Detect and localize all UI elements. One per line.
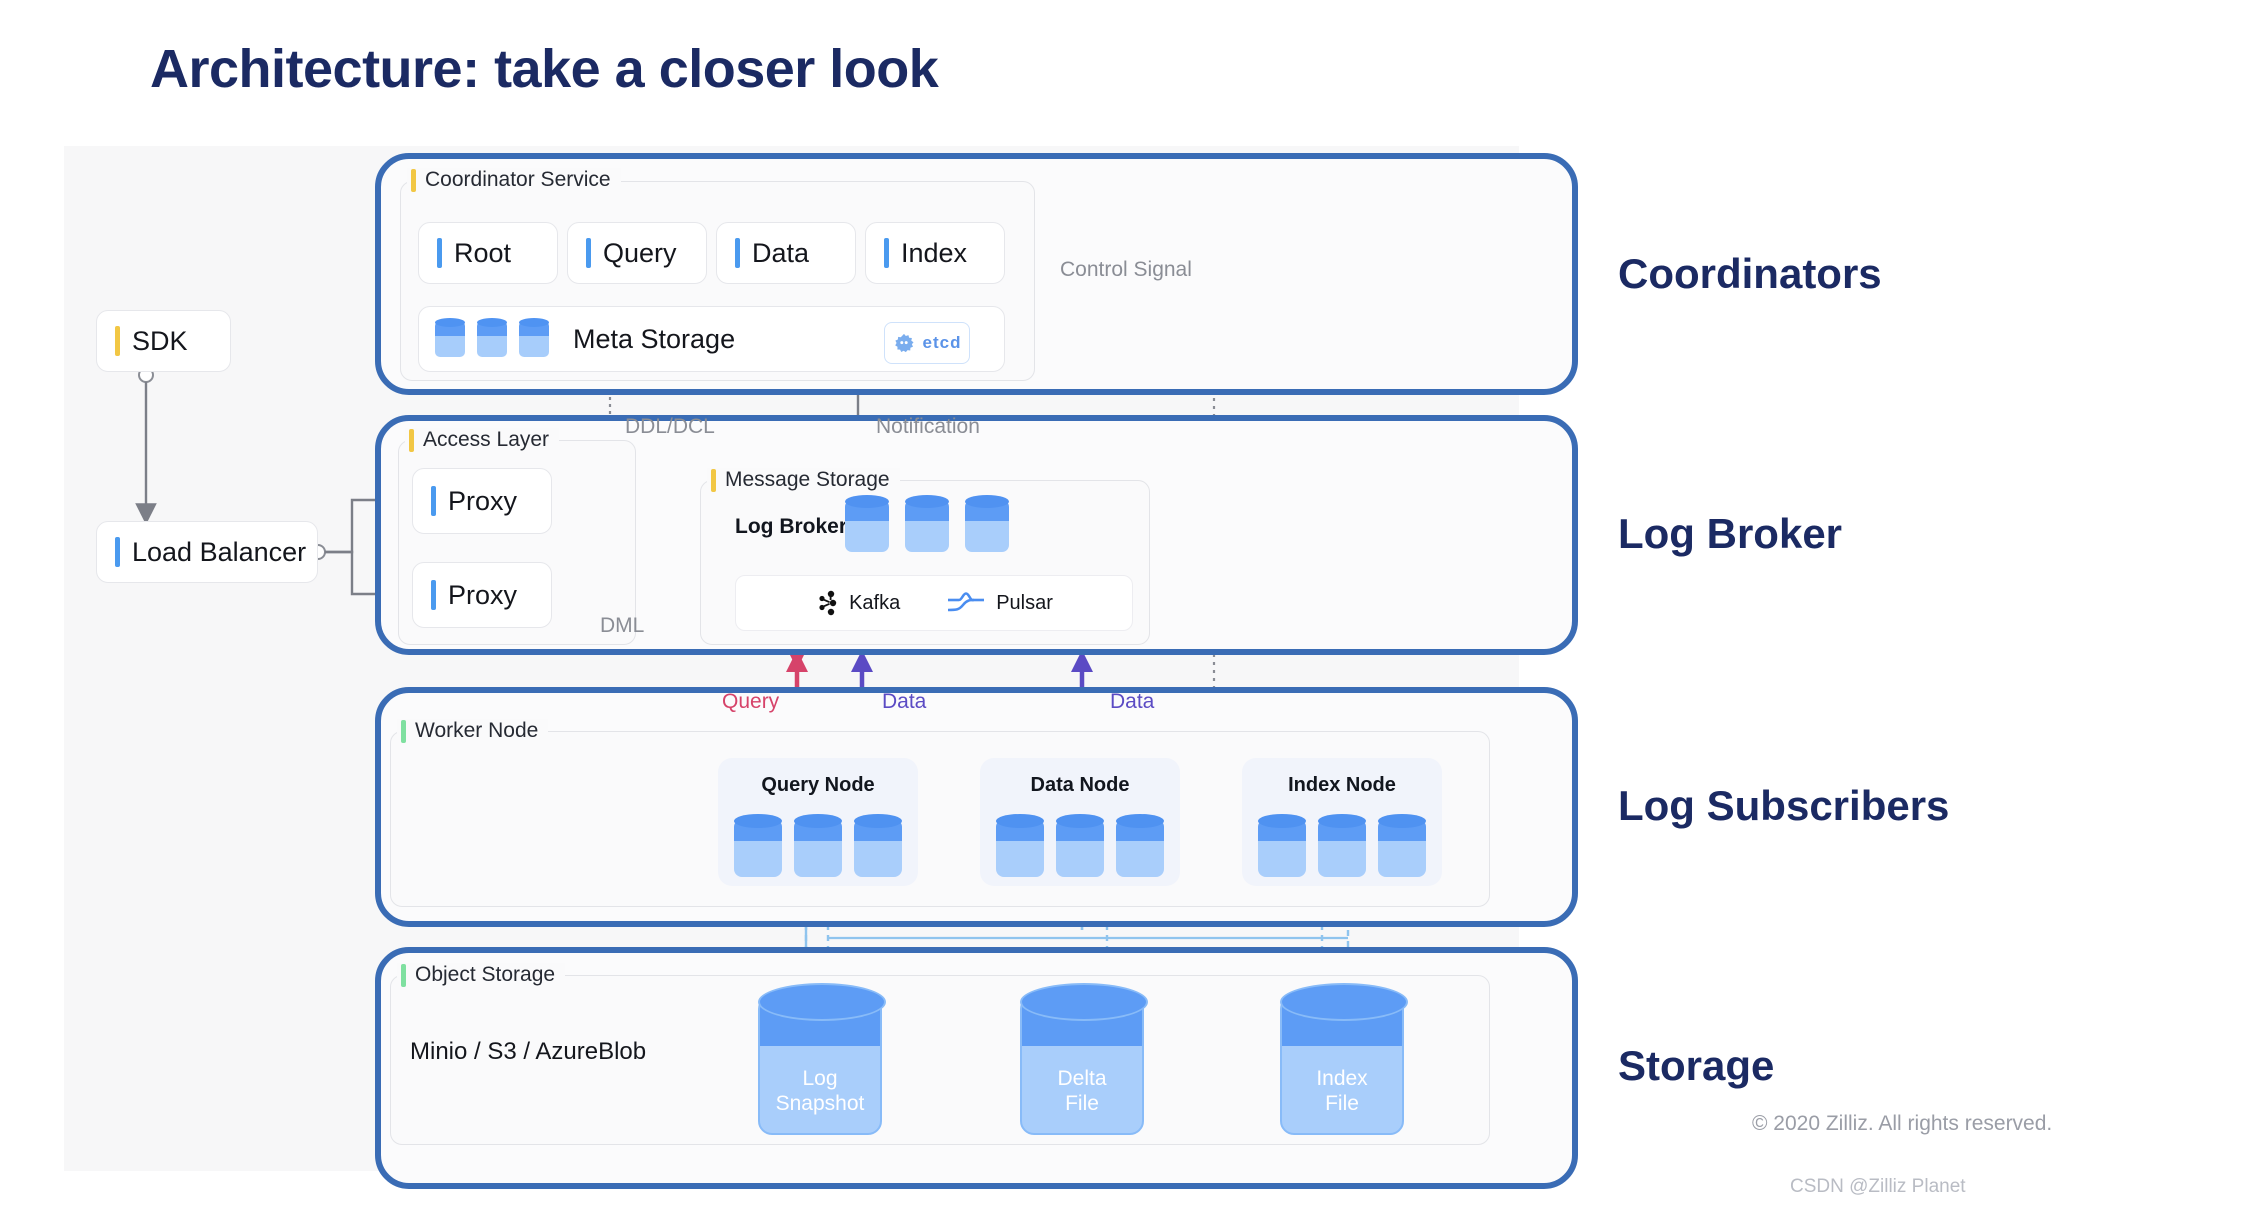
proxy-1-label: Proxy bbox=[448, 485, 518, 516]
database-cylinder-icon bbox=[1116, 814, 1164, 877]
database-cylinder-icon bbox=[1056, 814, 1104, 877]
data-node-title: Data Node bbox=[1030, 774, 1130, 796]
tier-caption-storage: Storage bbox=[1618, 1042, 1775, 1089]
query-node[interactable]: Query Node bbox=[718, 758, 918, 886]
tier-caption-log-subscribers: Log Subscribers bbox=[1618, 782, 1950, 829]
etcd-label: etcd bbox=[922, 333, 962, 352]
query-node-cylinders bbox=[734, 814, 902, 877]
object-storage-tick bbox=[401, 963, 406, 987]
tier-caption-log-broker: Log Broker bbox=[1618, 510, 1843, 557]
database-cylinder-icon bbox=[965, 495, 1009, 552]
data-flow-label-left: Data bbox=[882, 690, 927, 713]
ddl-dcl-label: DDL/DCL bbox=[625, 415, 715, 438]
index-node-title: Index Node bbox=[1288, 774, 1396, 796]
access-layer-tick bbox=[409, 428, 414, 452]
data-flow-label-right: Data bbox=[1110, 690, 1155, 713]
object-storage-label: Object Storage bbox=[397, 963, 566, 987]
message-storage-tick bbox=[711, 468, 716, 492]
dml-label: DML bbox=[600, 614, 645, 637]
database-cylinder-icon bbox=[477, 318, 507, 357]
database-cylinder-icon bbox=[519, 318, 549, 357]
database-cylinder-icon bbox=[905, 495, 949, 552]
pulsar-entry[interactable]: Pulsar bbox=[946, 591, 1053, 615]
proxy-2[interactable]: Proxy bbox=[412, 562, 552, 628]
pulsar-label: Pulsar bbox=[996, 591, 1053, 614]
log-snapshot-cylinder[interactable]: Log Snapshot bbox=[758, 983, 886, 1135]
data-node-cylinders bbox=[996, 814, 1164, 877]
page-title: Architecture: take a closer look bbox=[150, 39, 939, 99]
sdk-label: SDK bbox=[132, 325, 188, 356]
database-cylinder-icon bbox=[734, 814, 782, 877]
index-node[interactable]: Index Node bbox=[1242, 758, 1442, 886]
log-broker-cylinders bbox=[845, 495, 1009, 552]
load-balancer-card[interactable]: Load Balancer bbox=[96, 521, 318, 583]
load-balancer-label: Load Balancer bbox=[132, 536, 307, 567]
worker-node-text: Worker Node bbox=[415, 719, 539, 742]
database-cylinder-icon bbox=[1318, 814, 1366, 877]
meta-storage-label: Meta Storage bbox=[573, 323, 736, 354]
access-layer-label: Access Layer bbox=[405, 428, 560, 452]
database-cylinder-icon bbox=[996, 814, 1044, 877]
service-query[interactable]: Query bbox=[567, 222, 707, 284]
index-node-cylinders bbox=[1258, 814, 1426, 877]
data-node[interactable]: Data Node bbox=[980, 758, 1180, 886]
etcd-badge[interactable]: etcd bbox=[884, 322, 970, 364]
service-query-label: Query bbox=[603, 237, 677, 268]
database-cylinder-icon bbox=[1378, 814, 1426, 877]
kafka-icon bbox=[819, 590, 837, 616]
kafka-label: Kafka bbox=[849, 591, 901, 614]
coordinator-service-label: Coordinator Service bbox=[407, 168, 621, 192]
tier-caption-coordinators: Coordinators bbox=[1618, 250, 1882, 297]
index-file-label: Index File bbox=[1316, 1067, 1368, 1116]
copyright-text: © 2020 Zilliz. All rights reserved. bbox=[1752, 1112, 2053, 1135]
access-layer-text: Access Layer bbox=[423, 428, 550, 451]
notification-label: Notification bbox=[876, 415, 980, 438]
coordinator-service-text: Coordinator Service bbox=[425, 168, 611, 191]
coordinator-service-tick bbox=[411, 168, 416, 192]
service-data-label: Data bbox=[752, 237, 810, 268]
storage-providers-label: Minio / S3 / AzureBlob bbox=[410, 1038, 647, 1065]
sdk-tick bbox=[115, 326, 120, 356]
sdk-card[interactable]: SDK bbox=[96, 310, 231, 372]
etcd-gear-icon bbox=[894, 333, 914, 353]
vendor-row: Kafka Pulsar bbox=[735, 575, 1133, 631]
service-data[interactable]: Data bbox=[716, 222, 856, 284]
pulsar-icon bbox=[948, 592, 985, 612]
service-root-tick bbox=[437, 238, 442, 268]
message-storage-label: Message Storage bbox=[707, 468, 900, 492]
service-query-tick bbox=[586, 238, 591, 268]
watermark-text: CSDN @Zilliz Planet bbox=[1790, 1176, 1966, 1197]
database-cylinder-icon bbox=[794, 814, 842, 877]
database-cylinder-icon bbox=[1258, 814, 1306, 877]
log-snapshot-label: Log Snapshot bbox=[775, 1067, 865, 1116]
database-cylinder-icon bbox=[854, 814, 902, 877]
service-root-label: Root bbox=[454, 237, 512, 268]
proxy-2-label: Proxy bbox=[448, 579, 518, 610]
delta-file-cylinder[interactable]: Delta File bbox=[1020, 983, 1148, 1135]
index-file-cylinder[interactable]: Index File bbox=[1280, 983, 1408, 1135]
control-signal-label: Control Signal bbox=[1060, 258, 1192, 281]
message-storage-text: Message Storage bbox=[725, 468, 890, 491]
service-root[interactable]: Root bbox=[418, 222, 558, 284]
service-data-tick bbox=[735, 238, 740, 268]
log-broker-label: Log Broker bbox=[735, 515, 848, 538]
worker-node-label: Worker Node bbox=[397, 719, 549, 743]
query-node-title: Query Node bbox=[761, 774, 875, 796]
object-storage-text: Object Storage bbox=[415, 963, 556, 986]
delta-file-label: Delta File bbox=[1057, 1067, 1107, 1116]
service-index[interactable]: Index bbox=[865, 222, 1005, 284]
database-cylinder-icon bbox=[435, 318, 465, 357]
proxy-1-tick bbox=[431, 486, 436, 516]
worker-node-tick bbox=[401, 719, 406, 743]
load-balancer-tick bbox=[115, 537, 120, 567]
database-cylinder-icon bbox=[845, 495, 889, 552]
service-index-label: Index bbox=[901, 237, 968, 268]
proxy-2-tick bbox=[431, 580, 436, 610]
proxy-1[interactable]: Proxy bbox=[412, 468, 552, 534]
query-flow-label: Query bbox=[722, 690, 780, 713]
kafka-entry[interactable]: Kafka bbox=[815, 590, 900, 616]
service-index-tick bbox=[884, 238, 889, 268]
